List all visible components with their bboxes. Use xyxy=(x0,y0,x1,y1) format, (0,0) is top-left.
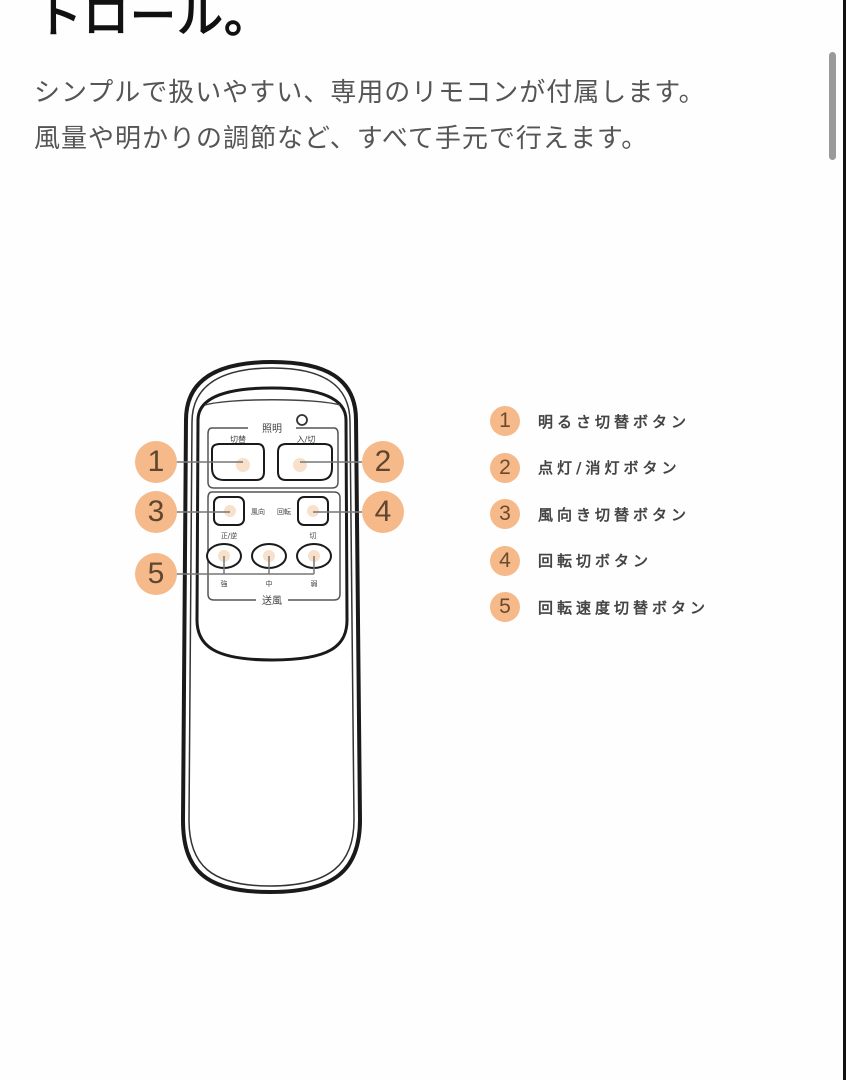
window-edge xyxy=(843,0,846,1080)
legend-number-badge: 4 xyxy=(490,545,520,576)
callout-3: 3 xyxy=(135,491,177,533)
button-legend: 1 明るさ切替ボタン 2 点灯/消灯ボタン 3 風向き切替ボタン 4 回転切ボタ… xyxy=(490,398,709,631)
label-switch: 切替 xyxy=(230,434,246,444)
scrollbar-thumb[interactable] xyxy=(829,52,836,160)
legend-label: 回転速度切替ボタン xyxy=(538,598,710,617)
legend-item: 1 明るさ切替ボタン xyxy=(490,398,709,445)
legend-label: 風向き切替ボタン xyxy=(538,505,691,524)
indicator-light-icon xyxy=(296,414,308,426)
legend-number-badge: 2 xyxy=(490,452,520,483)
legend-number-badge: 1 xyxy=(490,406,520,437)
legend-item: 5 回転速度切替ボタン xyxy=(490,584,709,631)
description-line-2: 風量や明かりの調節など、すべて手元で行えます。 xyxy=(34,124,649,154)
label-off: 切 xyxy=(310,532,317,540)
label-mid: 中 xyxy=(266,579,273,588)
legend-label: 明るさ切替ボタン xyxy=(538,412,691,431)
label-fan-section: 送風 xyxy=(262,594,282,607)
page-title: トロール。 xyxy=(36,0,271,43)
label-light-section: 照明 xyxy=(262,423,282,435)
callout-1: 1 xyxy=(135,441,177,483)
label-wind-direction: 風向 xyxy=(251,507,265,516)
description: シンプルで扱いやすい、専用のリモコンが付属します。 風量や明かりの調節など、すべ… xyxy=(34,70,706,162)
legend-item: 4 回転切ボタン xyxy=(490,538,709,585)
label-weak: 弱 xyxy=(311,580,318,588)
description-line-1: シンプルで扱いやすい、専用のリモコンが付属します。 xyxy=(34,78,706,108)
label-rotate: 回転 xyxy=(277,508,291,516)
label-forward-reverse: 正/逆 xyxy=(221,531,237,540)
label-strong: 強 xyxy=(221,580,228,588)
legend-label: 点灯/消灯ボタン xyxy=(538,459,681,478)
label-on-off: 入/切 xyxy=(297,435,316,444)
callout-5: 5 xyxy=(135,553,177,595)
legend-item: 3 風向き切替ボタン xyxy=(490,491,709,538)
legend-item: 2 点灯/消灯ボタン xyxy=(490,445,709,492)
legend-label: 回転切ボタン xyxy=(538,552,653,571)
legend-number-badge: 5 xyxy=(490,592,520,623)
callout-2: 2 xyxy=(362,441,404,483)
legend-number-badge: 3 xyxy=(490,499,520,530)
callout-4: 4 xyxy=(362,491,404,533)
